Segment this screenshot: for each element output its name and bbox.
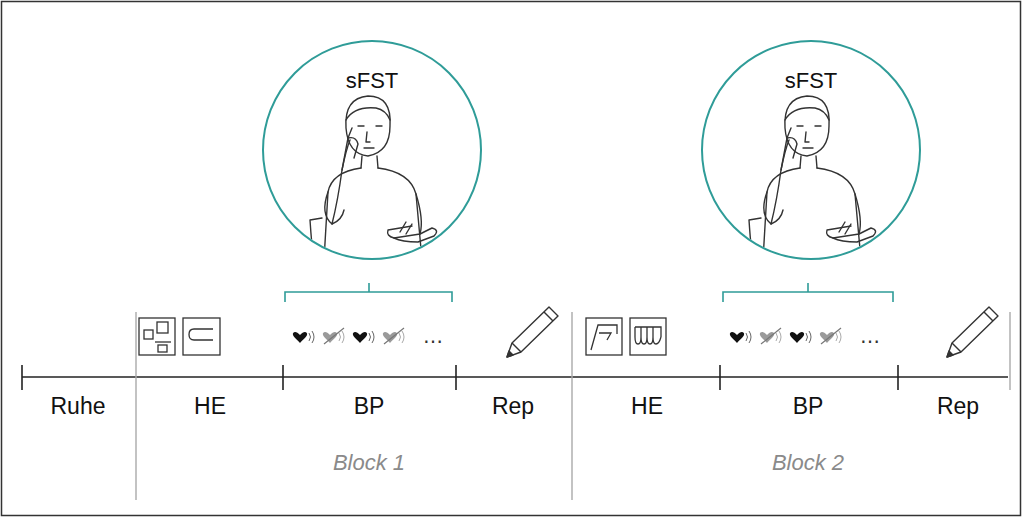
phase-label: Rep — [937, 393, 979, 420]
phase-circle: sFST — [262, 40, 482, 260]
block-divider — [136, 312, 1010, 500]
task-icon — [139, 318, 666, 355]
phase-bracket — [285, 283, 893, 302]
pencil-icon — [507, 307, 998, 357]
block-label: Block 2 — [772, 450, 844, 476]
block-label: Block 1 — [333, 450, 405, 476]
phase-name: sFST — [264, 68, 480, 94]
svg-text:…: … — [860, 324, 880, 348]
heartbeat-symbol: … … — [293, 324, 880, 348]
phase-name: sFST — [703, 68, 919, 94]
timeline-tick — [22, 365, 898, 390]
phase-label: BP — [793, 393, 824, 420]
phase-label: BP — [354, 393, 385, 420]
phase-label: HE — [631, 393, 663, 420]
timeline-axis — [22, 376, 1008, 378]
phase-label: Ruhe — [51, 393, 106, 420]
phase-label: Rep — [492, 393, 534, 420]
phase-circle: sFST — [701, 40, 921, 260]
person-illustration — [310, 96, 893, 260]
svg-text:…: … — [423, 324, 443, 348]
phase-label: HE — [194, 393, 226, 420]
